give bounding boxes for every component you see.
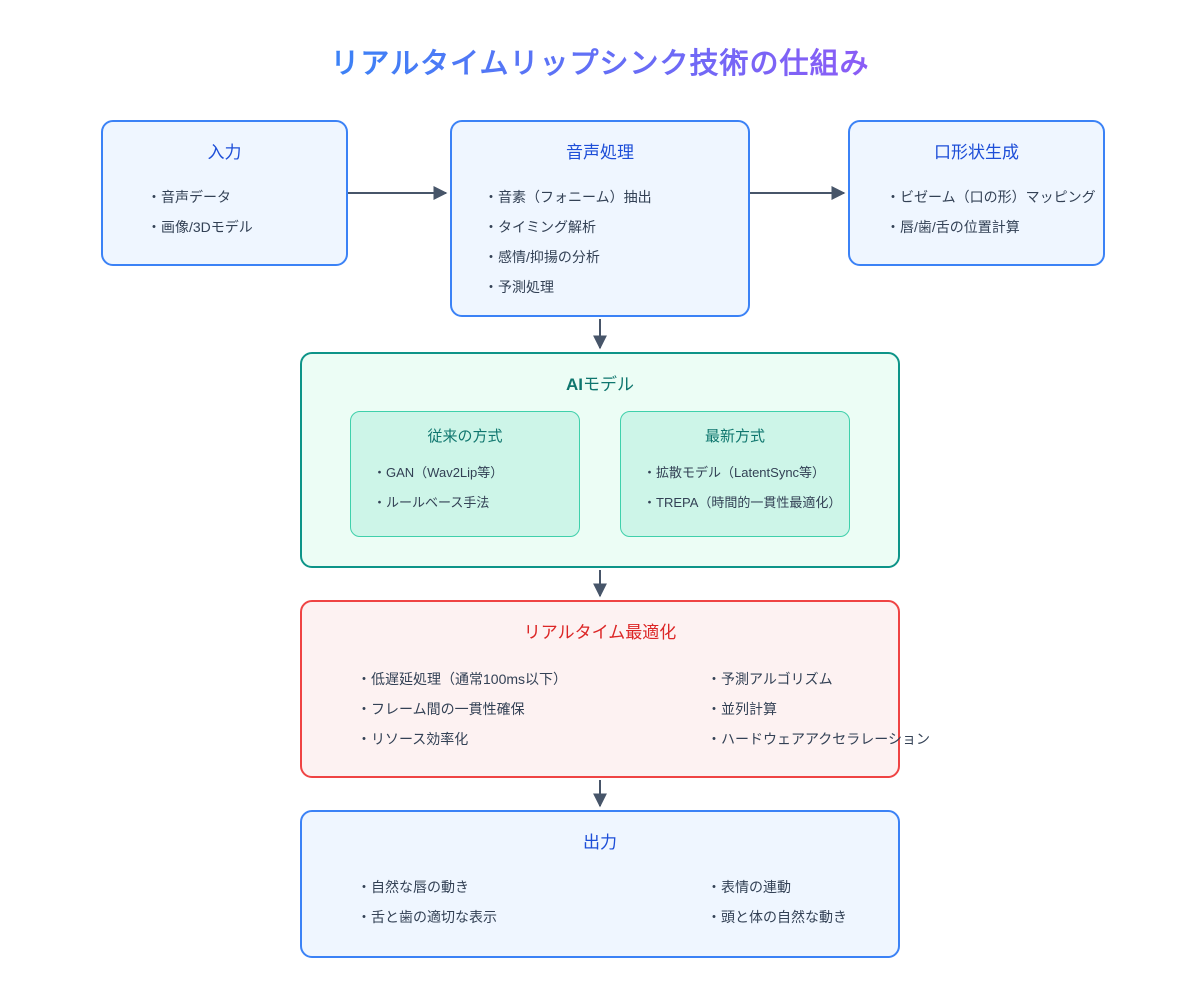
- list-item: ・ビゼーム（口の形）マッピング: [886, 189, 1096, 205]
- latest-method-items: ・拡散モデル（LatentSync等） ・TREPA（時間的一貫性最適化）: [621, 458, 849, 518]
- input-node-title: 入力: [207, 143, 242, 162]
- list-item: ・予測アルゴリズム: [707, 671, 833, 687]
- output-columns: ・自然な唇の動き ・舌と歯の適切な表示 ・表情の連動 ・頭と体の自然な動き: [302, 872, 898, 932]
- list-item: ・ルールベース手法: [373, 495, 490, 510]
- diagram-title-wrap: リアルタイムリップシンク技術の仕組み: [0, 40, 1200, 82]
- ai-model-subrow: 従来の方式 ・GAN（Wav2Lip等） ・ルールベース手法 最新方式 ・拡散モ…: [302, 411, 898, 537]
- ai-model-title-rest: モデル: [583, 375, 634, 394]
- input-node: 入力 ・音声データ ・画像/3Dモデル: [101, 120, 348, 266]
- realtime-optimization-title: リアルタイム最適化: [523, 623, 677, 642]
- realtime-optimization-columns: ・低遅延処理（通常100ms以下） ・フレーム間の一貫性確保 ・リソース効率化 …: [302, 664, 930, 754]
- realtime-right-column: ・予測アルゴリズム ・並列計算 ・ハードウェアアクセラレーション: [707, 664, 930, 754]
- list-item: ・舌と歯の適切な表示: [357, 909, 497, 925]
- ai-model-title-bold: AI: [566, 375, 583, 394]
- ai-model-node-title: AIモデル: [302, 374, 898, 396]
- mouth-shape-node-title: 口形状生成: [934, 143, 1019, 162]
- list-item: ・タイミング解析: [484, 219, 596, 235]
- traditional-method-items: ・GAN（Wav2Lip等） ・ルールベース手法: [351, 458, 579, 518]
- audio-processing-node: 音声処理 ・音素（フォニーム）抽出 ・タイミング解析 ・感情/抑揚の分析 ・予測…: [450, 120, 750, 317]
- audio-processing-node-items: ・音素（フォニーム）抽出 ・タイミング解析 ・感情/抑揚の分析 ・予測処理: [452, 182, 748, 302]
- mouth-shape-node-items: ・ビゼーム（口の形）マッピング ・唇/歯/舌の位置計算: [850, 182, 1103, 242]
- traditional-method-title: 従来の方式: [427, 428, 503, 445]
- list-item: ・自然な唇の動き: [357, 879, 469, 895]
- output-right-column: ・表情の連動 ・頭と体の自然な動き: [707, 872, 898, 932]
- output-node: 出力 ・自然な唇の動き ・舌と歯の適切な表示 ・表情の連動 ・頭と体の自然な動き: [300, 810, 900, 958]
- audio-processing-node-title: 音声処理: [566, 143, 634, 162]
- list-item: ・拡散モデル（LatentSync等）: [643, 465, 826, 480]
- latest-method-node: 最新方式 ・拡散モデル（LatentSync等） ・TREPA（時間的一貫性最適…: [620, 411, 850, 537]
- realtime-optimization-node: リアルタイム最適化 ・低遅延処理（通常100ms以下） ・フレーム間の一貫性確保…: [300, 600, 930, 778]
- realtime-left-column: ・低遅延処理（通常100ms以下） ・フレーム間の一貫性確保 ・リソース効率化: [357, 664, 707, 754]
- ai-model-node: AIモデル 従来の方式 ・GAN（Wav2Lip等） ・ルールベース手法 最新方…: [300, 352, 900, 568]
- input-node-items: ・音声データ ・画像/3Dモデル: [103, 182, 346, 242]
- traditional-method-node: 従来の方式 ・GAN（Wav2Lip等） ・ルールベース手法: [350, 411, 580, 537]
- output-node-title: 出力: [583, 833, 617, 852]
- list-item: ・表情の連動: [707, 879, 791, 895]
- list-item: ・頭と体の自然な動き: [707, 909, 847, 925]
- list-item: ・音声データ: [147, 189, 231, 205]
- list-item: ・リソース効率化: [357, 731, 469, 747]
- list-item: ・感情/抑揚の分析: [484, 249, 600, 265]
- latest-method-title: 最新方式: [704, 428, 765, 445]
- list-item: ・画像/3Dモデル: [147, 219, 253, 235]
- output-left-column: ・自然な唇の動き ・舌と歯の適切な表示: [357, 872, 707, 932]
- diagram-title: リアルタイムリップシンク技術の仕組み: [330, 40, 869, 82]
- list-item: ・GAN（Wav2Lip等）: [373, 465, 504, 480]
- list-item: ・並列計算: [707, 701, 777, 717]
- list-item: ・音素（フォニーム）抽出: [484, 189, 652, 205]
- list-item: ・フレーム間の一貫性確保: [357, 701, 525, 717]
- list-item: ・ハードウェアアクセラレーション: [707, 731, 931, 747]
- list-item: ・TREPA（時間的一貫性最適化）: [643, 495, 842, 510]
- list-item: ・唇/歯/舌の位置計算: [886, 219, 1020, 235]
- list-item: ・予測処理: [484, 279, 554, 295]
- list-item: ・低遅延処理（通常100ms以下）: [357, 671, 568, 687]
- mouth-shape-node: 口形状生成 ・ビゼーム（口の形）マッピング ・唇/歯/舌の位置計算: [848, 120, 1105, 266]
